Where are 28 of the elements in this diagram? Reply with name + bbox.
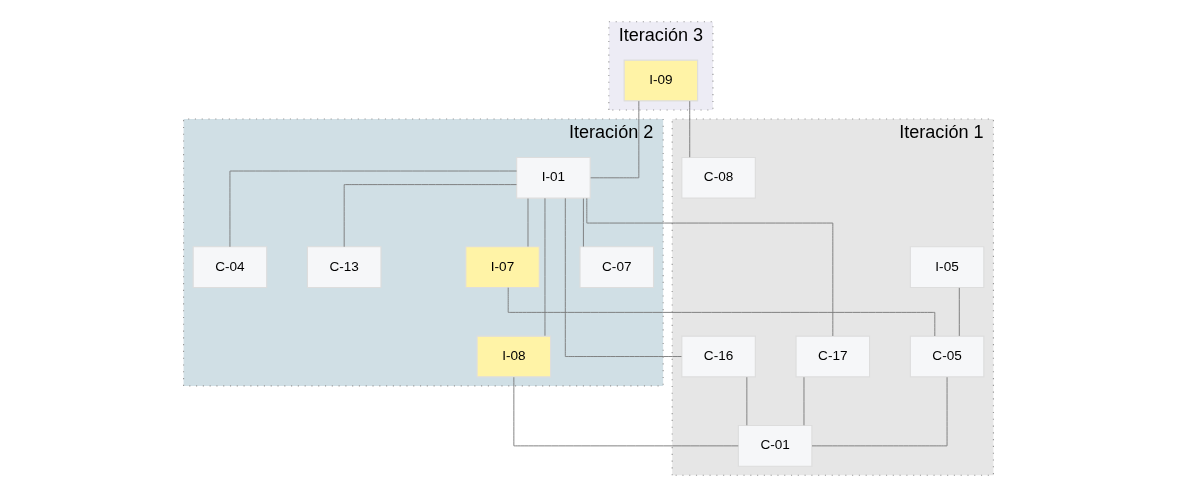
node-box: C-08 (681, 156, 756, 199)
node-box: I-05 (909, 246, 985, 289)
connector (811, 376, 948, 447)
node-box: I-08 (476, 335, 552, 378)
node-box: I-07 (465, 246, 540, 289)
node-box: I-09 (623, 59, 699, 102)
connector (803, 376, 805, 426)
connector (544, 197, 546, 337)
connector (586, 197, 834, 337)
connector (513, 376, 739, 447)
connector (958, 287, 960, 337)
connector (746, 376, 748, 426)
node-box: I-01 (516, 156, 591, 199)
connector (343, 184, 517, 248)
node-box: C-17 (795, 335, 871, 378)
connector (564, 197, 682, 357)
node-box: C-07 (579, 246, 655, 289)
connector (582, 198, 584, 247)
node-box: C-05 (909, 335, 985, 378)
node-box: C-01 (737, 424, 813, 467)
node-box: C-16 (681, 335, 756, 378)
connector (507, 287, 936, 337)
connector (689, 100, 691, 158)
node-box: C-04 (192, 246, 268, 289)
connector (590, 100, 640, 179)
connector (527, 198, 529, 247)
node-box: C-13 (306, 246, 382, 289)
connector (229, 170, 518, 248)
